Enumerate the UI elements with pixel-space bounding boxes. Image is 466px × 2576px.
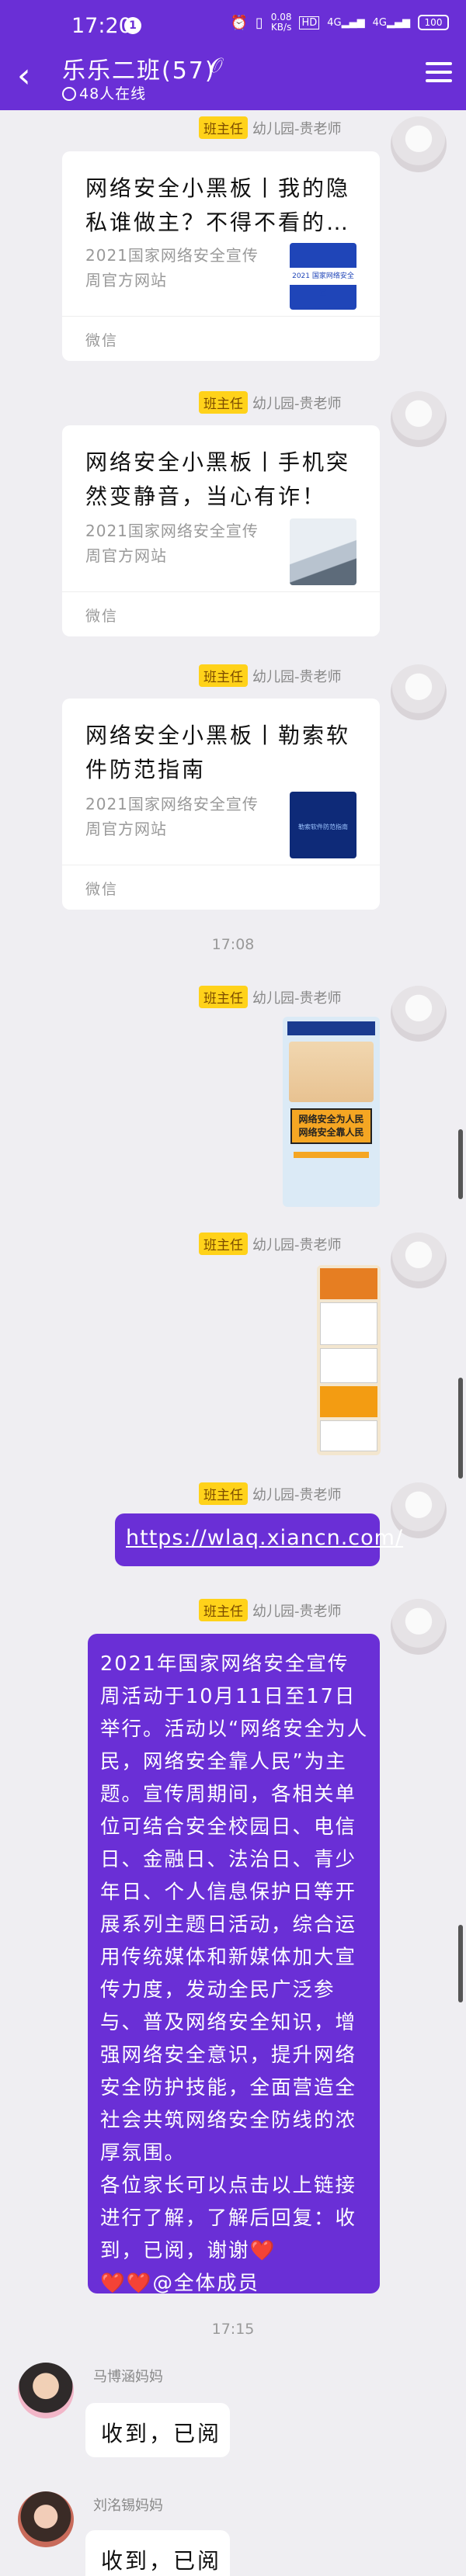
link-card[interactable]: 网络安全小黑板丨勒索软件防范指南 2021国家网络安全宣传周官方网站 勒索软件防…: [62, 699, 380, 910]
back-icon[interactable]: ‹: [17, 56, 31, 95]
card-footer: 微信: [62, 316, 380, 361]
menu-icon[interactable]: [426, 62, 452, 82]
card-source: 2021国家网络安全宣传周官方网站: [85, 246, 259, 289]
avatar[interactable]: [391, 986, 447, 1042]
sender-label: 班主任幼儿园-贵老师: [199, 1233, 342, 1255]
timestamp: 17:15: [211, 2321, 255, 2338]
reply-bubble[interactable]: 收到，已阅: [85, 2530, 230, 2576]
card-thumbnail: 2021 国家网络安全宣: [290, 243, 356, 310]
sender-name: 马博涵妈妈: [93, 2369, 163, 2385]
link-card[interactable]: 网络安全小黑板丨我的隐私谁做主？不得不看的… 2021国家网络安全宣传周官方网站…: [62, 151, 380, 361]
avatar[interactable]: [391, 1599, 447, 1655]
sender-label: 班主任幼儿园-贵老师: [199, 1482, 342, 1505]
reply-text: 收到，已阅: [101, 2548, 222, 2574]
card-thumbnail: 勒索软件防范指南: [290, 792, 356, 858]
sender-label: 班主任幼儿园-贵老师: [199, 986, 342, 1008]
poster-line-2: 网络安全靠人民: [298, 1127, 364, 1138]
hd-icon: HD: [299, 16, 320, 29]
card-thumbnail: [290, 518, 356, 585]
url-link[interactable]: https://wlaq.xiancn.com/: [126, 1526, 404, 1550]
signal-icon-2: 4G▂▄▆: [372, 16, 410, 29]
online-icon: [62, 87, 76, 101]
card-footer: 微信: [62, 591, 380, 636]
scrollbar-thumb-3[interactable]: [458, 1925, 463, 2002]
card-title: 网络安全小黑板丨我的隐私谁做主？不得不看的…: [85, 175, 351, 235]
sender-label: 班主任幼儿园-贵老师: [199, 1599, 342, 1621]
notification-count: 1: [124, 17, 141, 34]
link-bubble[interactable]: https://wlaq.xiancn.com/: [115, 1513, 402, 1566]
card-title: 网络安全小黑板丨手机突然变静音，当心有诈！: [85, 449, 351, 509]
avatar[interactable]: [391, 391, 447, 447]
signal-icon-1: 4G▂▄▆: [327, 16, 365, 29]
poster-line-1: 网络安全为人民: [298, 1114, 364, 1125]
card-source: 2021国家网络安全宣传周官方网站: [85, 522, 259, 565]
scrollbar-thumb[interactable]: [458, 1129, 463, 1199]
avatar[interactable]: [391, 1233, 447, 1288]
card-footer: 微信: [62, 865, 380, 910]
battery-icon: 100: [418, 15, 449, 30]
link-card[interactable]: 网络安全小黑板丨手机突然变静音，当心有诈！ 2021国家网络安全宣传周官方网站 …: [62, 425, 380, 636]
avatar[interactable]: [391, 1482, 447, 1538]
reply-bubble[interactable]: 收到，已阅: [85, 2403, 230, 2457]
sender-label: 班主任幼儿园-贵老师: [199, 664, 342, 687]
infographic-image[interactable]: [317, 1265, 381, 1455]
card-source: 2021国家网络安全宣传周官方网站: [85, 795, 259, 838]
avatar[interactable]: [391, 116, 447, 172]
sender-label: 班主任幼儿园-贵老师: [199, 116, 342, 139]
status-time: 17:20: [71, 14, 132, 38]
card-title: 网络安全小黑板丨勒索软件防范指南: [85, 723, 351, 782]
reply-text: 收到，已阅: [101, 2421, 222, 2446]
scrollbar-thumb-2[interactable]: [458, 1378, 463, 1479]
notice-bubble[interactable]: 2021年国家网络安全宣传周活动于10月11日至17日举行。活动以“网络安全为人…: [88, 1634, 380, 2295]
avatar[interactable]: [18, 2491, 74, 2547]
ear-icon[interactable]: 𝒪: [210, 54, 223, 78]
sender-name: 刘洺锡妈妈: [93, 2498, 163, 2514]
avatar[interactable]: [391, 664, 447, 720]
sender-label: 班主任幼儿园-贵老师: [199, 391, 342, 414]
timestamp: 17:08: [211, 936, 255, 953]
online-count: 48人在线: [62, 82, 146, 103]
notice-text: 2021年国家网络安全宣传周活动于10月11日至17日举行。活动以“网络安全为人…: [100, 1652, 369, 2295]
avatar[interactable]: [18, 2363, 74, 2418]
chat-title: 乐乐二班(57): [62, 57, 216, 85]
poster-image[interactable]: 网络安全为人民 网络安全靠人民: [283, 1017, 380, 1207]
alarm-icon: ⏰: [230, 14, 248, 31]
vibrate-icon: ▯: [255, 14, 263, 31]
